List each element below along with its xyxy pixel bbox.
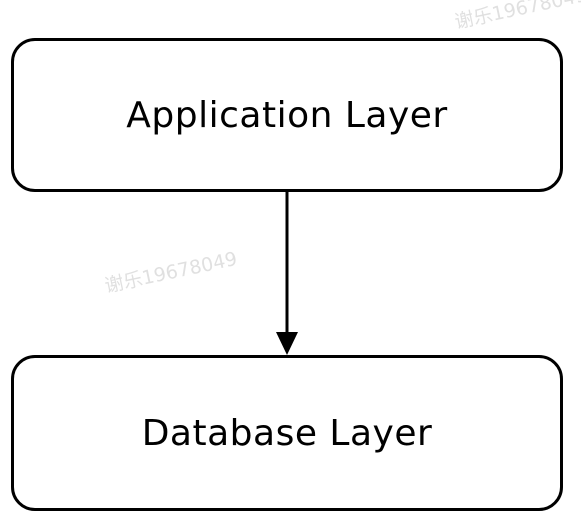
database-layer-node: Database Layer [11, 355, 563, 511]
watermark-top-right: 谢乐19678049 [452, 0, 581, 34]
arrow-head [276, 332, 298, 355]
watermark-middle: 谢乐19678049 [102, 247, 240, 298]
database-layer-label: Database Layer [141, 412, 433, 454]
application-layer-label: Application Layer [126, 94, 448, 136]
application-layer-node: Application Layer [11, 38, 563, 192]
